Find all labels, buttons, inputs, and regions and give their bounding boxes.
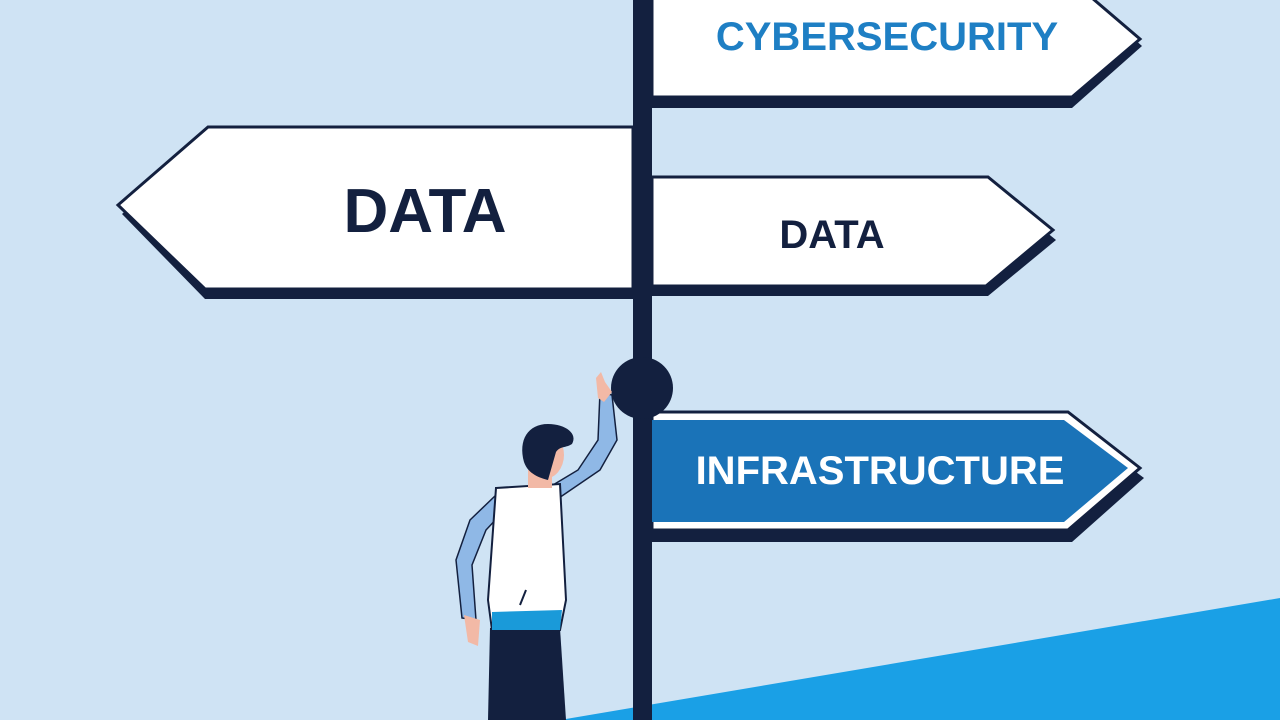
vest [486,482,568,631]
sign-middle-right-label: DATA [779,213,884,257]
ground-slope [560,598,1280,720]
sign-middle-right: DATA [650,175,1056,296]
sign-left-label: DATA [344,177,507,246]
sign-bottom-right-label: INFRASTRUCTURE [696,449,1065,493]
raised-hand [596,372,612,402]
sign-top-right: CYBERSECURITY [650,0,1143,108]
pole-joint [611,357,673,419]
sign-bottom-right: INFRASTRUCTURE [650,410,1144,542]
person [455,372,618,720]
sign-top-right-label: CYBERSECURITY [716,15,1059,59]
hair [522,424,574,480]
pants [488,628,566,720]
sign-left: DATA [115,125,635,299]
